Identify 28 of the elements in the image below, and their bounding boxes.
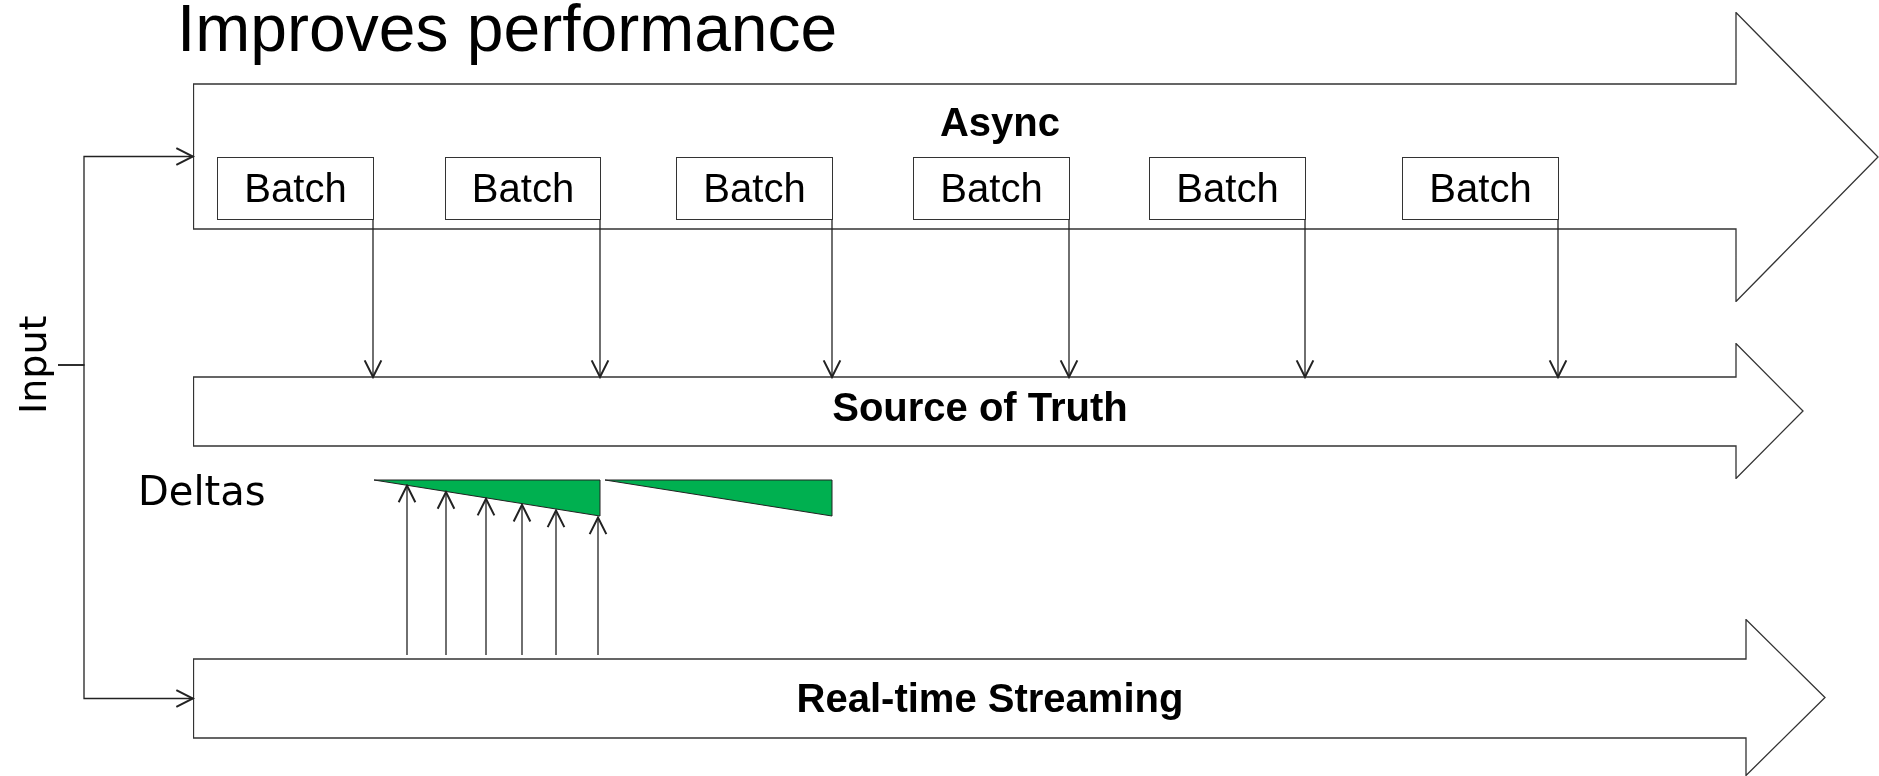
delta-wedge: [374, 479, 601, 517]
arrow: [822, 219, 842, 378]
batch-box: Batch: [676, 157, 833, 220]
arrow: [1059, 219, 1079, 378]
input-label: Input: [8, 310, 58, 420]
arrow: [546, 509, 566, 656]
batch-box: Batch: [1149, 157, 1306, 220]
band-title: Async: [939, 99, 1061, 145]
arrow: [1295, 219, 1315, 378]
batch-box: Batch: [913, 157, 1070, 220]
band-title: Real-time Streaming: [796, 675, 1184, 721]
arrow: [590, 219, 610, 378]
arrow: [476, 497, 496, 656]
batch-box: Batch: [217, 157, 374, 220]
band-title: Source of Truth: [832, 384, 1128, 430]
arrow: [512, 503, 532, 656]
arrow: [397, 484, 417, 656]
arrow-band: [193, 619, 1826, 776]
arrow: [1548, 219, 1568, 378]
arrow: [363, 219, 383, 378]
arrow: [57, 364, 194, 708]
arrow: [588, 516, 608, 656]
arrow: [436, 491, 456, 656]
batch-box: Batch: [445, 157, 601, 220]
delta-wedge: [605, 479, 833, 517]
batch-box: Batch: [1402, 157, 1559, 220]
side-label: Deltas: [138, 468, 266, 514]
title: Improves performance: [177, 0, 838, 64]
